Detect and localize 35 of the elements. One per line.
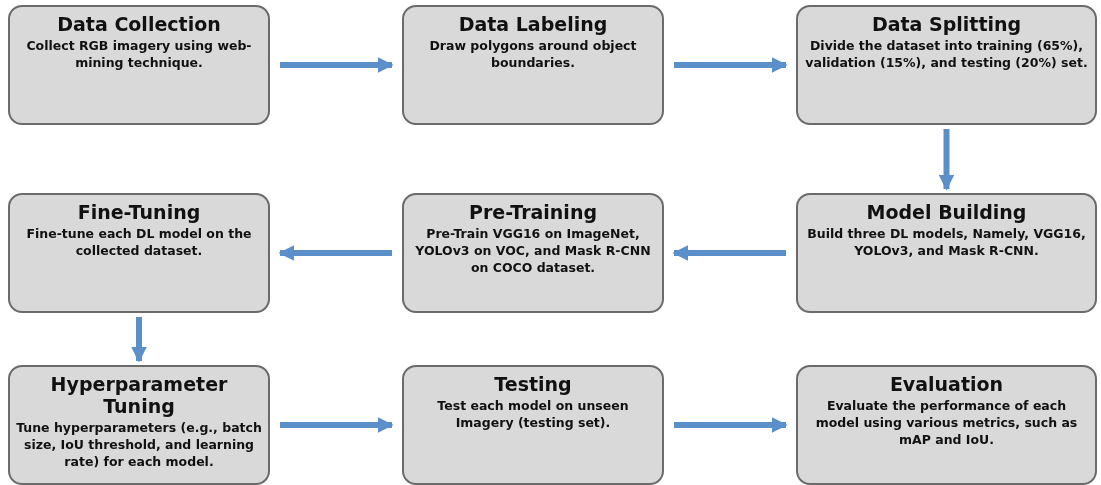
process-box xyxy=(8,193,270,313)
step-title: Testing xyxy=(494,373,572,395)
step-title: Model Building xyxy=(866,201,1027,223)
process-box xyxy=(402,193,664,313)
process-box xyxy=(402,5,664,125)
step-description: Tune hyperparameters (e.g., batch size, IoU threshold, and learning rate) for each model. xyxy=(16,419,262,470)
process-box xyxy=(8,5,270,125)
step-title: Hyperparameter Tuning xyxy=(49,373,229,417)
step-description: Pre-Train VGG16 on ImageNet, YOLOv3 on VOC, and Mask R-CNN on COCO dataset. xyxy=(414,225,652,276)
step-description: Test each model on unseen Imagery (testing set). xyxy=(436,397,630,431)
arrow xyxy=(674,57,788,73)
process-box xyxy=(402,365,664,485)
step-title: Evaluation xyxy=(889,373,1004,395)
arrow xyxy=(672,245,786,261)
step-title: Data Splitting xyxy=(871,13,1022,35)
step-title: Fine-Tuning xyxy=(77,201,201,223)
step-title: Pre-Training xyxy=(469,201,597,223)
process-box xyxy=(796,193,1097,313)
step-description: Fine-tune each DL model on the collected dataset. xyxy=(25,225,253,259)
arrow xyxy=(131,317,147,363)
arrow xyxy=(938,129,955,191)
step-description: Evaluate the performance of each model using various metrics, such as mAP and IoU. xyxy=(814,397,1079,448)
process-box xyxy=(796,365,1097,485)
step-description: Divide the dataset into training (65%), validation (15%), and testing (20%) set. xyxy=(804,37,1089,71)
step-description: Draw polygons around object boundaries. xyxy=(428,37,638,71)
arrow xyxy=(280,417,394,433)
step-description: Collect RGB imagery using web-mining technique. xyxy=(25,37,253,71)
arrow xyxy=(674,417,788,433)
step-title: Data Labeling xyxy=(458,13,608,35)
arrow xyxy=(278,245,392,261)
arrow xyxy=(280,57,394,73)
process-box xyxy=(796,5,1097,125)
step-description: Build three DL models, Namely, VGG16, YOLOv3, and Mask R-CNN. xyxy=(806,225,1087,259)
process-box xyxy=(8,365,270,485)
step-title: Data Collection xyxy=(57,13,221,35)
